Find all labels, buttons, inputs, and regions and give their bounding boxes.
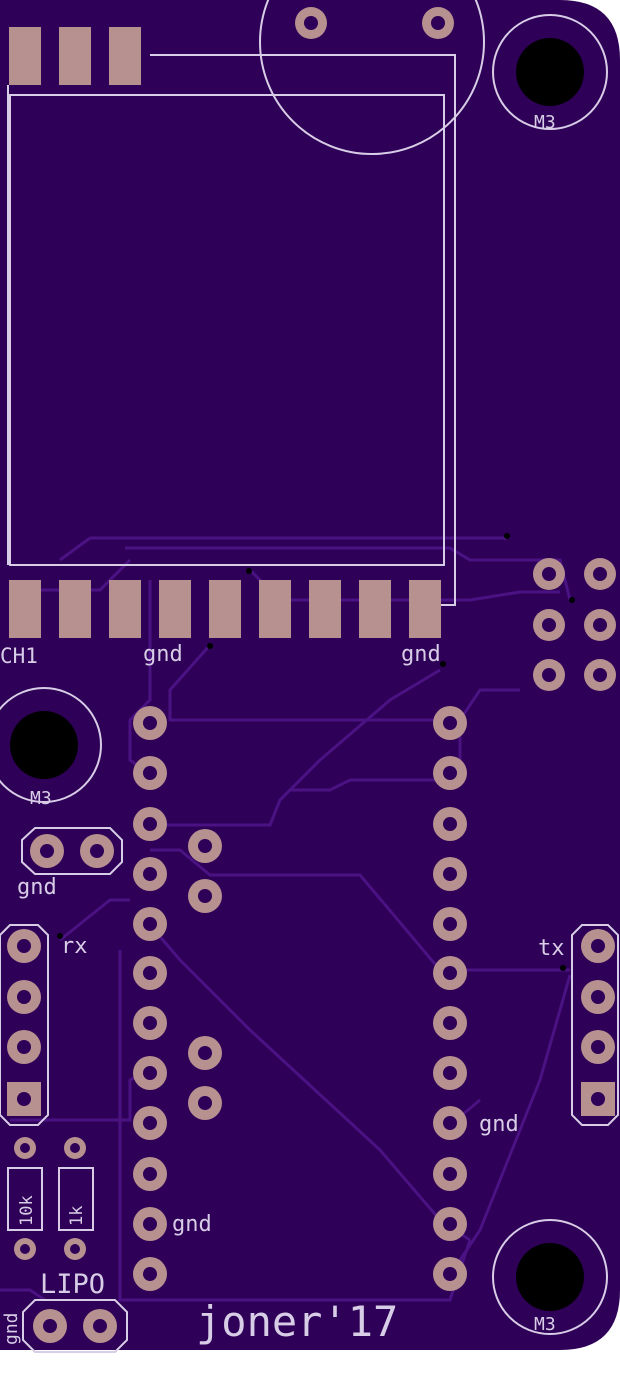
label-rx: rx bbox=[61, 934, 88, 959]
resistor-10k-outline bbox=[7, 1167, 43, 1231]
module-outline bbox=[9, 94, 445, 566]
mount-ring-top bbox=[492, 14, 608, 130]
label-r2-value: 1k bbox=[67, 1206, 87, 1226]
label-gnd-right-header: gnd bbox=[479, 1112, 519, 1137]
label-r1-value: 10k bbox=[17, 1195, 37, 1226]
mount-ring-left bbox=[0, 687, 102, 803]
label-gnd-lipo: gnd bbox=[1, 1312, 22, 1345]
mount-hole-left bbox=[10, 711, 78, 779]
module-pads-top bbox=[9, 27, 141, 85]
label-lipo: LIPO bbox=[40, 1269, 105, 1300]
label-gnd-top-left: gnd bbox=[143, 642, 183, 667]
label-gnd-top-right: gnd bbox=[401, 642, 441, 667]
mount-ring-bottom bbox=[492, 1219, 608, 1335]
drill-holes bbox=[17, 16, 607, 1333]
mount-hole-bottom bbox=[516, 1243, 584, 1311]
label-m3-bottom: M3 bbox=[534, 1314, 556, 1335]
label-gnd-left-header: gnd bbox=[172, 1212, 212, 1237]
label-gnd-left-jumper: gnd bbox=[17, 875, 57, 900]
label-m3-top: M3 bbox=[534, 112, 556, 133]
vias bbox=[57, 533, 575, 971]
encoder-outline bbox=[259, 0, 485, 155]
mount-holes bbox=[10, 38, 584, 1311]
label-signature: joner'17 bbox=[196, 1297, 398, 1346]
label-m3-left: M3 bbox=[30, 788, 52, 809]
module-pads-bottom bbox=[9, 580, 441, 638]
label-ch1: CH1 bbox=[0, 644, 38, 668]
resistor-1k-outline bbox=[58, 1167, 94, 1231]
label-tx: tx bbox=[538, 936, 565, 961]
mount-hole-top bbox=[516, 38, 584, 106]
